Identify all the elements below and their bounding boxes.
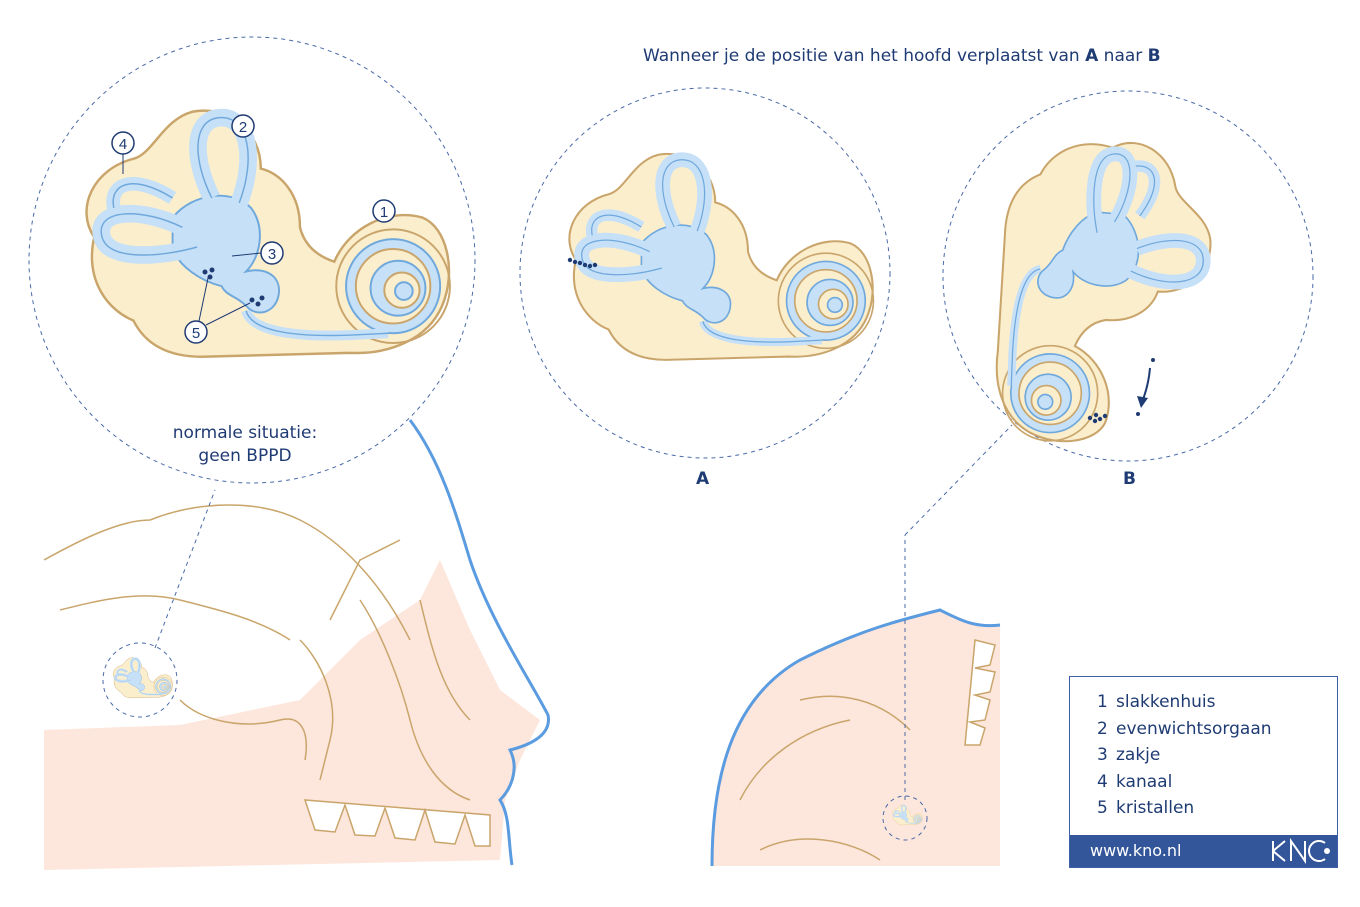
legend-number: 3 — [1097, 745, 1108, 765]
legend-label: slakkenhuis — [1116, 692, 1216, 712]
legend-label: kanaal — [1116, 771, 1173, 792]
callout-1: 1 — [372, 199, 396, 223]
svg-text:1: 1 — [380, 204, 388, 221]
legend-footer: www.kno.nl — [1070, 835, 1337, 867]
skull-side-view — [43, 419, 550, 870]
legend-number: 2 — [1097, 718, 1108, 739]
zoom-circle-a — [519, 87, 891, 459]
position-label-a: A — [696, 469, 710, 489]
footer-url-link[interactable]: www.kno.nl — [1090, 841, 1182, 860]
crystals-position-a — [567, 257, 598, 269]
crystals-normal — [202, 267, 265, 307]
crystals-position-b — [1087, 412, 1108, 424]
legend-item: 4 kanaal — [1097, 769, 1337, 796]
headline-b: B — [1147, 46, 1161, 66]
zoom-circle-normal: 1 2 3 4 5 — [28, 36, 476, 484]
normal-situation-caption: normale situatie: geen BPPD — [160, 422, 330, 468]
movement-arrow — [1136, 358, 1155, 416]
legend-item: 5 kristallen — [1097, 795, 1337, 822]
headline-middle: naar — [1098, 46, 1148, 66]
legend-item: 1 slakkenhuis — [1097, 689, 1337, 716]
ear-magnifier-small-left — [102, 642, 178, 718]
callout-4: 4 — [111, 131, 135, 174]
legend-label: zakje — [1116, 745, 1161, 765]
legend-label: kristallen — [1116, 798, 1195, 818]
legend-item: 2 evenwichtsorgaan — [1097, 716, 1337, 743]
callout-2: 2 — [231, 114, 255, 138]
legend-item: 3 zakje — [1097, 742, 1337, 769]
svg-text:5: 5 — [192, 325, 200, 342]
ear-magnifier-small-right — [882, 795, 928, 841]
svg-text:3: 3 — [268, 246, 276, 263]
headline-prefix: Wanneer je de positie van het hoofd verp… — [643, 46, 1086, 66]
teeth-column — [964, 639, 996, 746]
position-label-b: B — [1123, 469, 1136, 489]
svg-text:2: 2 — [239, 119, 247, 136]
callout-5: 5 — [184, 277, 251, 344]
legend-number: 5 — [1097, 798, 1108, 818]
headline-a: A — [1085, 46, 1099, 66]
leader-line-right-diagonal — [904, 424, 1013, 536]
legend-label: evenwichtsorgaan — [1116, 718, 1272, 739]
leader-line-left — [154, 489, 216, 649]
headline: Wanneer je de positie van het hoofd verp… — [643, 46, 1161, 66]
zoom-circle-b — [942, 90, 1314, 462]
callout-3: 3 — [231, 241, 284, 265]
caption-line-2: geen BPPD — [198, 446, 292, 466]
legend-number: 4 — [1097, 771, 1108, 792]
skull-tilted-view — [710, 608, 1001, 867]
caption-line-1: normale situatie: — [172, 423, 318, 443]
teeth-row — [303, 799, 491, 847]
legend-number: 1 — [1097, 692, 1108, 712]
kno-logo-icon — [1272, 837, 1330, 865]
svg-text:4: 4 — [119, 136, 127, 153]
